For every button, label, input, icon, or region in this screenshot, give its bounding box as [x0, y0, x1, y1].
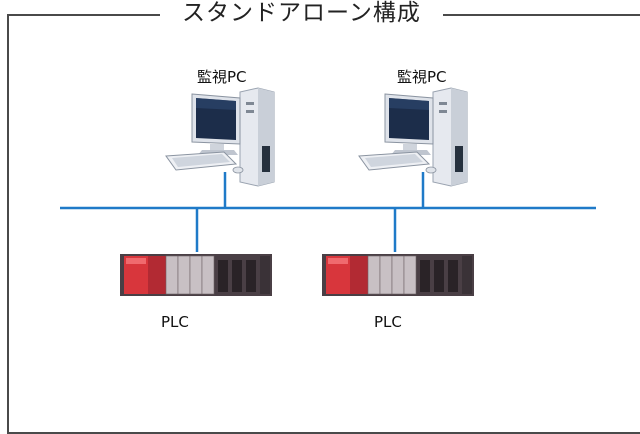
desktop-pc-icon [165, 87, 275, 187]
plc-node [322, 250, 474, 300]
pc-node [355, 87, 475, 188]
network-lines [60, 172, 596, 252]
plc-label: PLC [161, 313, 189, 331]
pc-label: 監視PC [197, 68, 247, 86]
plc-node [120, 250, 272, 300]
plc-rack-icon [120, 254, 272, 296]
plc-label: PLC [374, 313, 402, 331]
plc-rack-icon [322, 254, 474, 296]
diagram-title: スタンドアローン構成 [160, 0, 443, 32]
pc-label: 監視PC [397, 68, 447, 86]
pc-node [162, 87, 282, 188]
desktop-pc-icon [358, 87, 468, 187]
